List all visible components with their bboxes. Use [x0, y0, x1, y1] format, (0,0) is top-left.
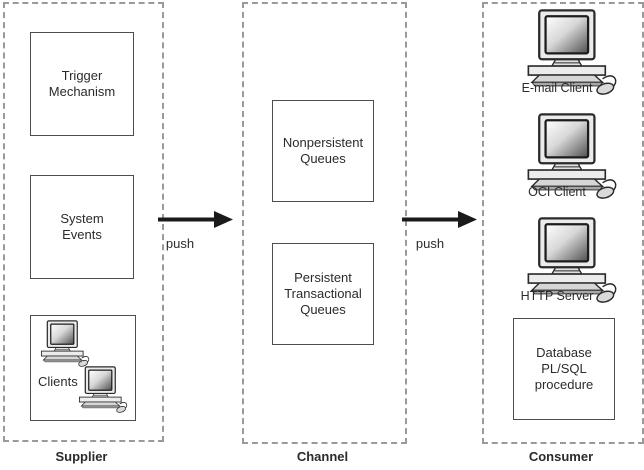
trigger-mechanism-label: Trigger Mechanism [48, 68, 116, 99]
system-events-box: System Events [30, 175, 134, 279]
push-arrow-channel-to-consumer [402, 211, 477, 228]
trigger-mechanism-box: Trigger Mechanism [30, 32, 134, 136]
clients-box: Clients [30, 315, 136, 421]
http-server-label: HTTP Server [520, 289, 594, 303]
supplier-section: Trigger Mechanism System Events Clients [3, 2, 164, 442]
database-plsql-label: Database PL/SQL procedure [534, 345, 594, 392]
oci-client-unit: OCI Client [520, 113, 622, 207]
persistent-queues-label: Persistent Transactional Queues [284, 270, 362, 317]
consumer-section: E-mail Client OCI Client HTTP Server Dat… [482, 2, 644, 444]
http-server-unit: HTTP Server [520, 217, 622, 311]
persistent-queues-box: Persistent Transactional Queues [272, 243, 374, 345]
channel-section: Nonpersistent Queues Persistent Transact… [242, 2, 407, 444]
push-label-1: push [165, 236, 195, 251]
clients-label: Clients [38, 374, 78, 389]
channel-title: Channel [296, 449, 349, 464]
database-plsql-box: Database PL/SQL procedure [513, 318, 615, 420]
system-events-label: System Events [60, 211, 104, 242]
push-label-2: push [415, 236, 445, 251]
nonpersistent-queues-label: Nonpersistent Queues [282, 135, 364, 166]
nonpersistent-queues-box: Nonpersistent Queues [272, 100, 374, 202]
email-client-label: E-mail Client [521, 81, 593, 95]
oci-client-label: OCI Client [528, 185, 586, 199]
computer-icon [75, 366, 129, 413]
email-client-unit: E-mail Client [520, 9, 622, 103]
supplier-title: Supplier [55, 449, 108, 464]
computer-icon [37, 320, 91, 367]
push-arrow-supplier-to-channel [158, 211, 233, 228]
consumer-title: Consumer [528, 449, 594, 464]
